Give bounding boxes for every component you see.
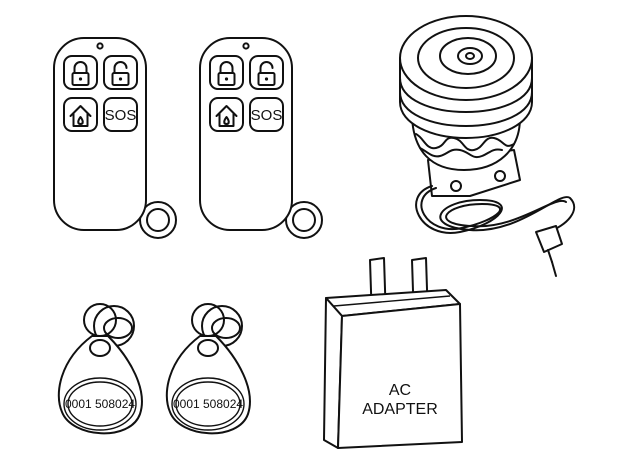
remote-fob-1: SOS: [53, 37, 177, 239]
ac-adapter: AC ADAPTER: [323, 257, 463, 449]
rfid-tag-2: 0001 508024: [165, 303, 251, 435]
rfid-tag-id: 0001 508024: [65, 397, 135, 411]
adapter-label-line1: AC: [389, 382, 411, 399]
adapter-label-line2: ADAPTER: [362, 401, 438, 418]
rfid-tag-1: 0001 508024: [57, 303, 143, 435]
remote-fob-2: SOS: [199, 37, 323, 239]
siren: [399, 15, 576, 277]
sos-button-label: SOS: [251, 107, 283, 124]
jack-plug: [535, 225, 563, 277]
rfid-tag-id: 0001 508024: [173, 397, 243, 411]
sos-button-label: SOS: [105, 107, 137, 124]
